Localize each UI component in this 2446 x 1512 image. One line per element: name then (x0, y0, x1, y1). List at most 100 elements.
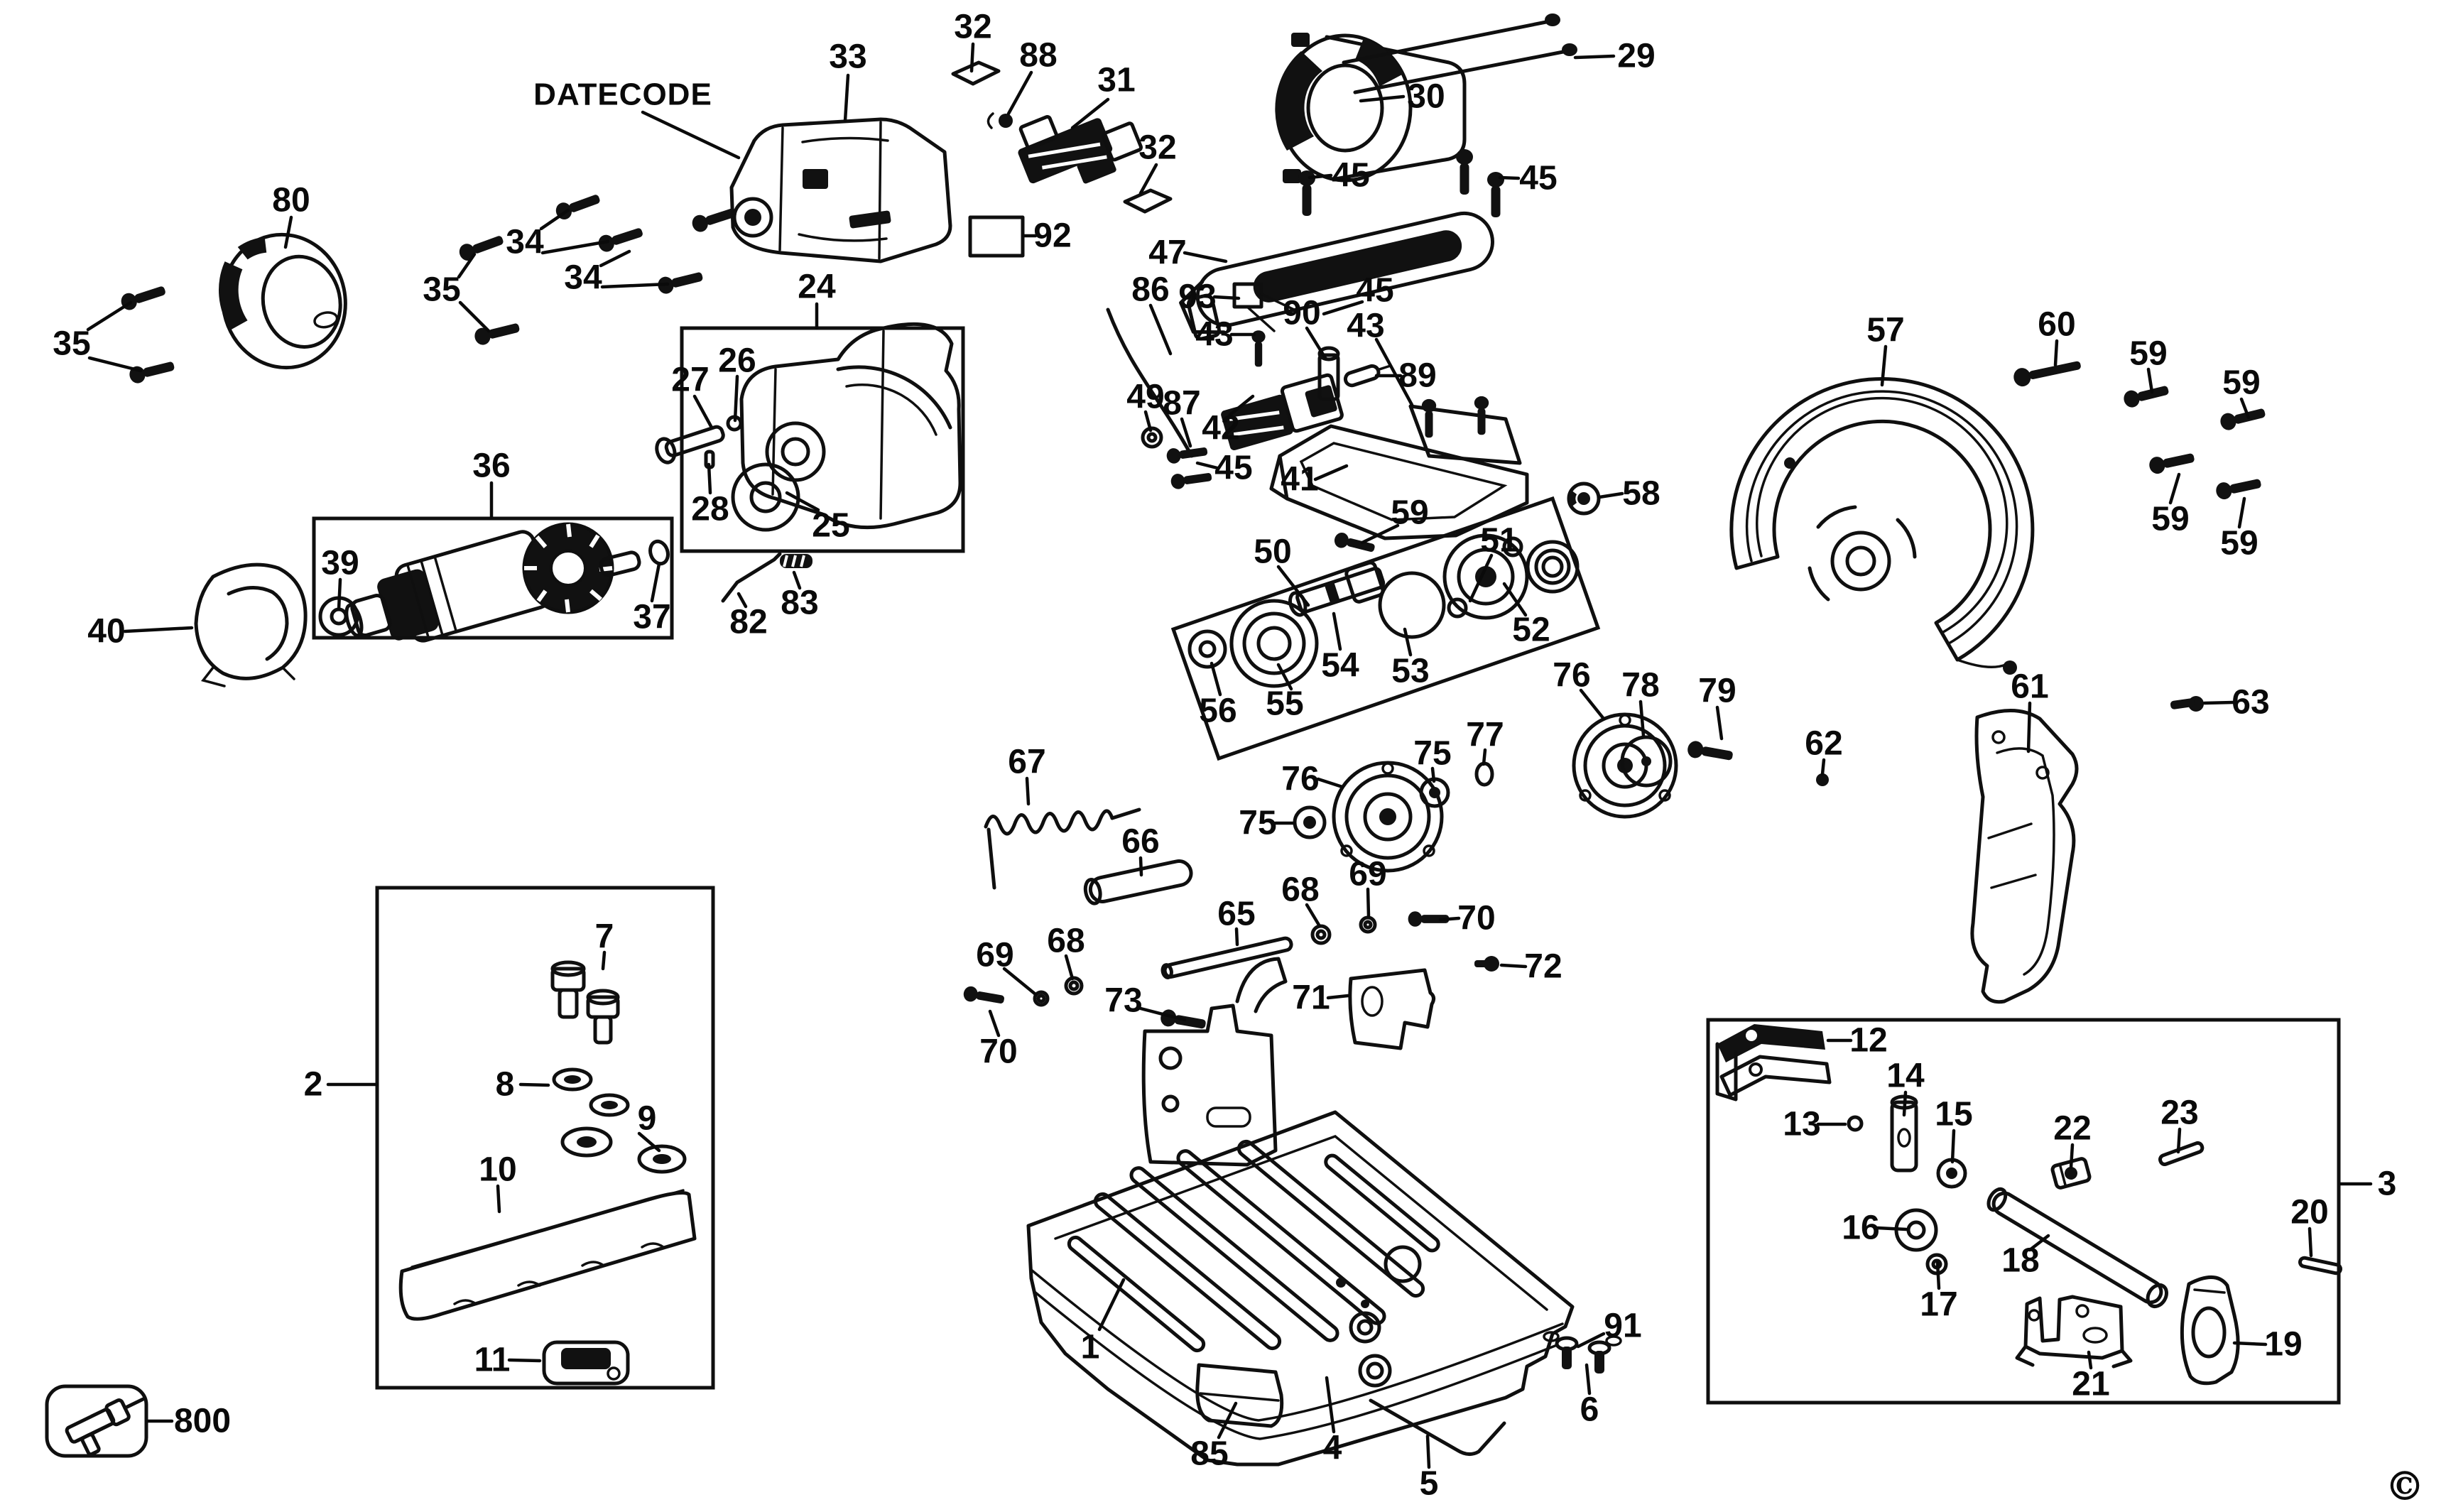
leader-line (1305, 903, 1322, 928)
leader-line (792, 570, 802, 590)
leader-line (1276, 663, 1293, 691)
shaft-54-drawing (1288, 560, 1386, 617)
leader-line (2146, 367, 2154, 394)
ring-15-drawing (1936, 1158, 1967, 1189)
o-ring-53-drawing (1378, 571, 1446, 639)
leader-line (707, 462, 712, 495)
part-label-70: 70 (1457, 900, 1495, 937)
part-label-37: 37 (633, 599, 670, 636)
pin-23-drawing (2158, 1141, 2205, 1166)
part-label-10: 10 (479, 1151, 516, 1189)
leader-line (601, 950, 607, 971)
part-label-8: 8 (496, 1066, 515, 1104)
part-label-79: 79 (1698, 673, 1736, 710)
pulley-55-drawing (1229, 599, 1319, 688)
group-boxes-layer (45, 326, 2341, 1458)
washer-75a-drawing (1419, 777, 1450, 808)
part-label-88: 88 (1019, 37, 1057, 75)
part-label-73: 73 (1104, 982, 1142, 1020)
part-label-66: 66 (1121, 823, 1159, 861)
leader-line (1430, 766, 1436, 783)
part-label-13: 13 (1783, 1106, 1820, 1143)
part-label-53: 53 (1391, 653, 1429, 690)
part-label-7: 7 (595, 918, 614, 956)
pivot-arm-drawing (1141, 957, 1288, 1167)
leader-line (2239, 397, 2251, 420)
leader-line (599, 249, 631, 268)
leader-line (1499, 963, 1528, 969)
part-label-91: 91 (1604, 1307, 1641, 1345)
part-label-34: 34 (506, 224, 544, 261)
washers-8-drawing (552, 1067, 630, 1117)
part-label-28: 28 (691, 491, 729, 528)
rod-18-drawing (1986, 1187, 2168, 1309)
part-label-3: 3 (2378, 1165, 2397, 1203)
brush-cap-32b-drawing (1123, 188, 1173, 214)
leader-line (692, 394, 714, 430)
washer-69a-drawing (1359, 915, 1377, 934)
leader-line (457, 252, 477, 279)
inner-guard-61-drawing (1970, 709, 2079, 1004)
base-1-drawing (1026, 1110, 1575, 1467)
bushing-58-drawing (1567, 482, 1601, 516)
part-label-49: 49 (1126, 379, 1164, 416)
leader-line (637, 1131, 661, 1153)
handle-47-drawing (1179, 211, 1494, 341)
part-label-60: 60 (2038, 306, 2075, 344)
armature-36-drawing (318, 522, 670, 643)
leader-line (1638, 700, 1646, 738)
pin-66-drawing (1083, 859, 1193, 905)
part-label-43: 43 (1195, 316, 1233, 354)
part-label-27: 27 (671, 361, 709, 399)
part-label-35: 35 (53, 325, 90, 363)
blade-guard-57-drawing (1729, 376, 2035, 675)
part-label-31: 31 (1097, 62, 1135, 99)
leader-line (1308, 173, 1333, 180)
o-ring-77-drawing (1474, 761, 1494, 787)
leader-line (1597, 491, 1624, 499)
leader-line (1212, 295, 1241, 300)
terminal-89-drawing (1343, 364, 1392, 388)
leader-line (1502, 582, 1528, 617)
leader-lines-layer (86, 42, 2373, 1469)
gear-case-24-drawing (731, 322, 962, 532)
leader-line (650, 562, 661, 603)
group-box-assembly-2 (375, 886, 715, 1390)
leader-line (1305, 326, 1327, 360)
leader-line (540, 239, 610, 255)
leader-line (1332, 611, 1342, 651)
part-label-6: 6 (1580, 1391, 1599, 1429)
leader-line (1326, 994, 1350, 1000)
part-label-34: 34 (564, 259, 602, 297)
part-label-63: 63 (2232, 684, 2269, 722)
part-label-45: 45 (1519, 160, 1557, 197)
rods-29-drawing (1342, 13, 1577, 94)
leader-line (1097, 1278, 1126, 1332)
part-label-68: 68 (1047, 923, 1085, 960)
cable-86-87-drawing (1106, 308, 1194, 458)
leader-line (988, 1009, 1001, 1038)
leader-line (1025, 776, 1031, 806)
leader-line (733, 374, 739, 423)
leader-line (337, 577, 342, 611)
part-label-42: 42 (1202, 410, 1239, 447)
screws-91-drawing (1543, 1331, 1622, 1374)
part-label-86: 86 (1131, 271, 1169, 309)
washer-56-drawing (1187, 629, 1227, 669)
brush-holder-31-drawing (1018, 114, 1143, 184)
bolt-7b-drawing (586, 989, 620, 1045)
bracket-21-drawing (2015, 1295, 2133, 1369)
pin-27-drawing (655, 425, 725, 464)
part-label-75: 75 (1413, 735, 1451, 773)
part-label-21: 21 (2072, 1366, 2109, 1403)
part-label-45: 45 (1332, 157, 1369, 195)
hex-key-82-drawing (721, 552, 782, 603)
leader-line (2028, 1234, 2050, 1252)
part-label-©: © (2385, 1463, 2425, 1510)
group-box-assembly-50 (1170, 496, 1601, 761)
leader-line (1316, 777, 1344, 789)
leader-line (518, 1082, 550, 1087)
part-label-32: 32 (1138, 129, 1176, 167)
leader-line (1425, 1434, 1431, 1469)
